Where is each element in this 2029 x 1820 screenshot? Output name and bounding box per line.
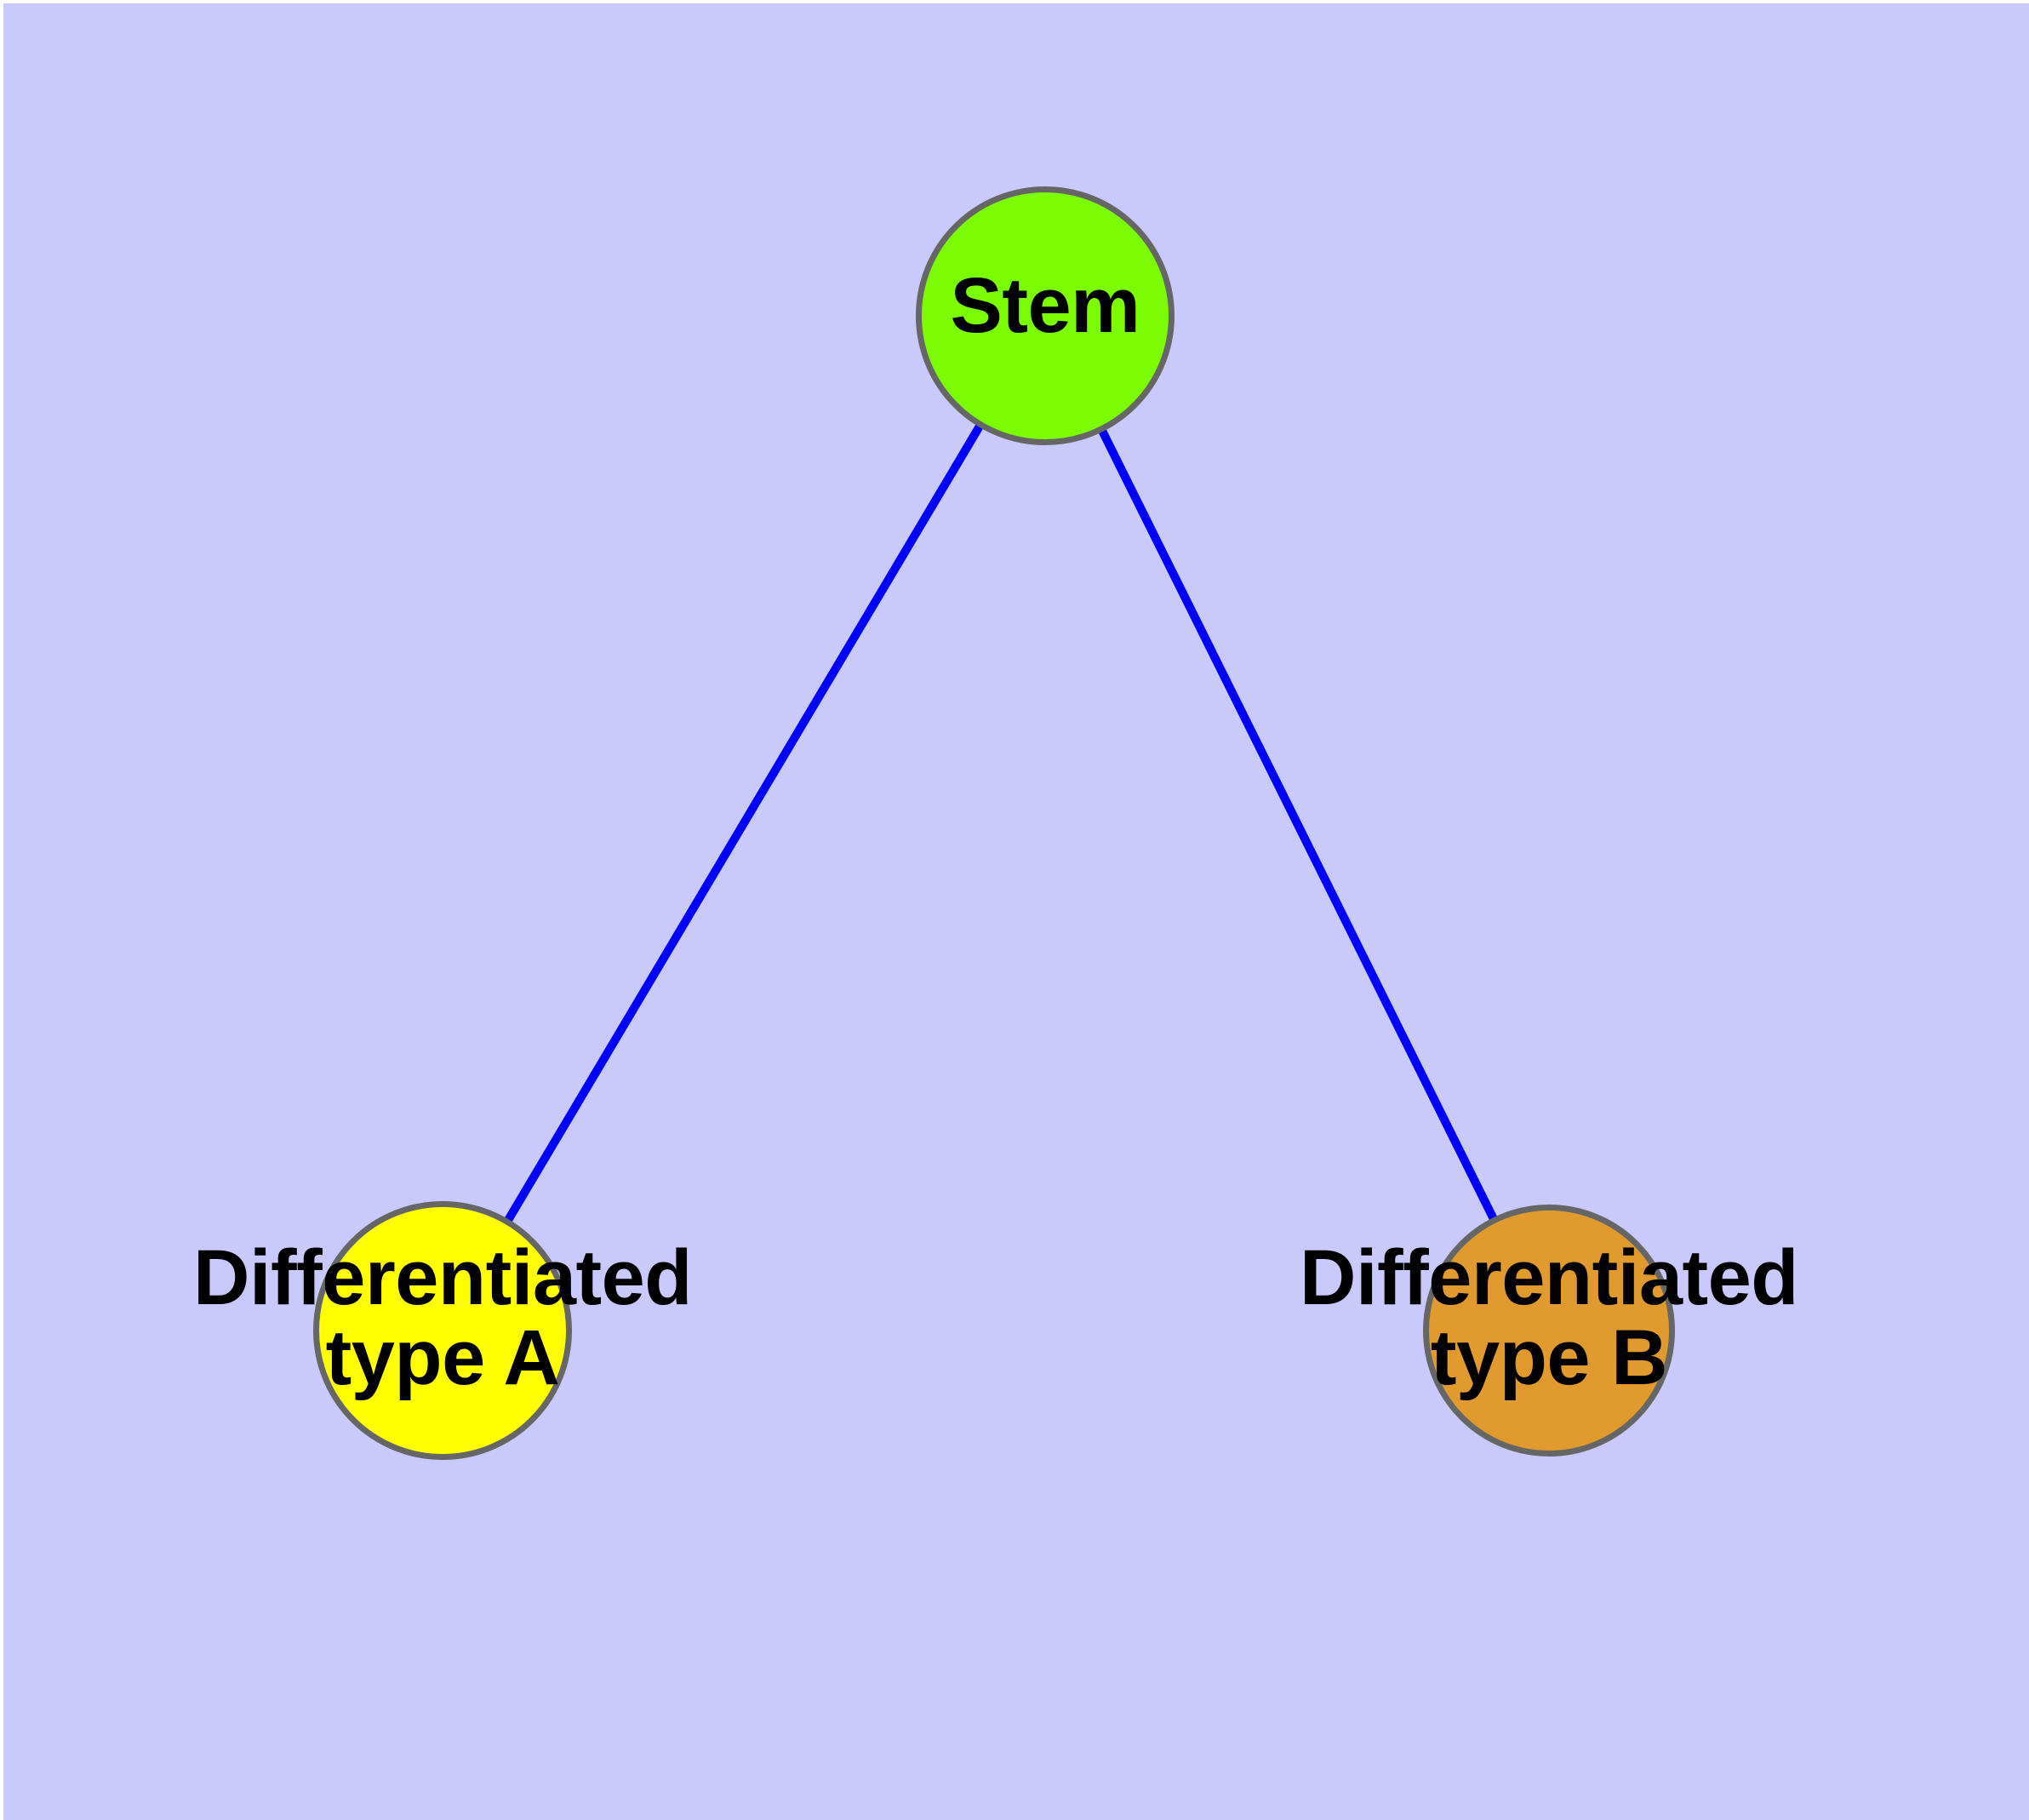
node-layer [313, 186, 1675, 1460]
node-differentiated-type-b[interactable] [1423, 1205, 1675, 1457]
edge-layer [438, 313, 1553, 1333]
edge-stem-to-differentiated-type-a[interactable] [438, 313, 1049, 1333]
node-stem[interactable] [916, 186, 1175, 445]
edge-stem-to-differentiated-type-b[interactable] [1041, 313, 1553, 1333]
node-differentiated-type-a[interactable] [313, 1201, 572, 1460]
